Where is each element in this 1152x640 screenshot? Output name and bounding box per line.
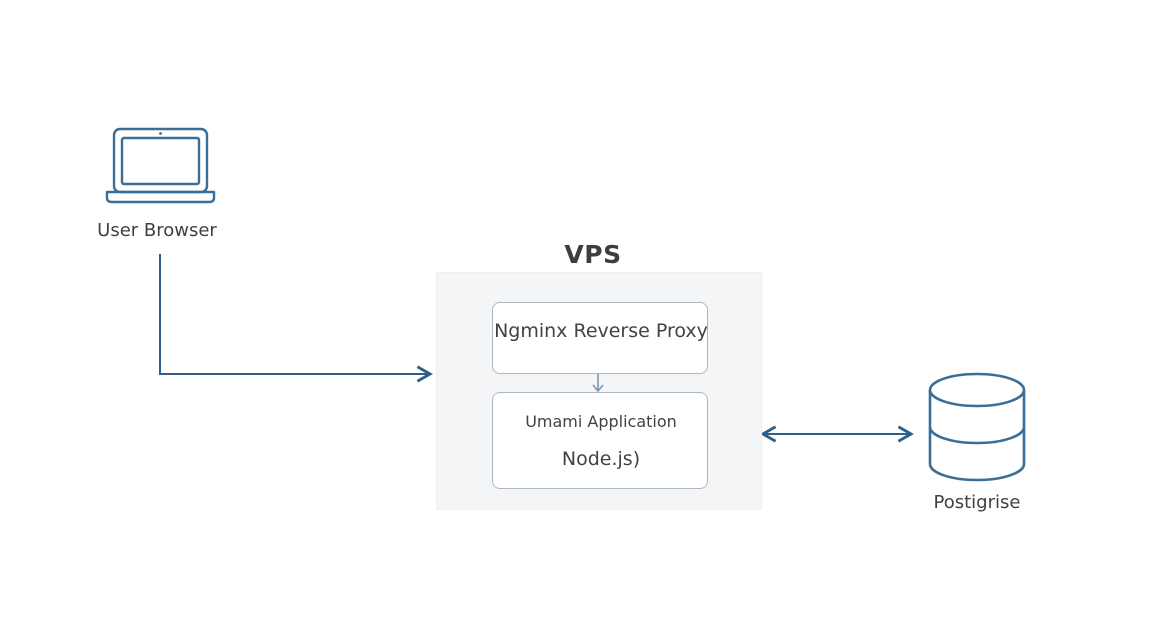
database-icon: [928, 372, 1026, 482]
umami-app-label: Umami Application: [525, 412, 677, 431]
browser-label: User Browser: [97, 220, 217, 241]
database-label: Postigrise: [933, 492, 1021, 513]
umami-runtime-label: Node.js): [561, 448, 641, 470]
laptop-icon: [105, 127, 216, 204]
nginx-to-umami-arrow: [592, 374, 604, 393]
umami-app-card: Umami Application Node.js): [492, 392, 708, 489]
vps-title: VPS: [564, 240, 622, 269]
nginx-proxy-label: Ngminx Reverse Proxy: [494, 320, 708, 342]
browser-to-vps-connector: [159, 254, 433, 383]
nginx-proxy-card: Ngminx Reverse Proxy: [492, 302, 708, 374]
